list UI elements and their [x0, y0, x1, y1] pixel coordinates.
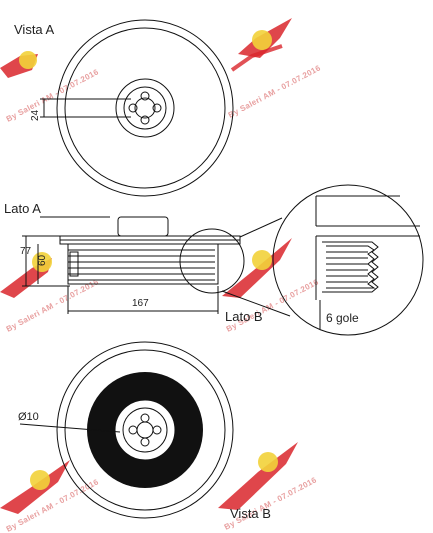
hub-boss	[117, 216, 169, 237]
pulley-inner-rim	[64, 27, 226, 189]
damper-ring	[69, 251, 79, 277]
detail-connector	[239, 217, 283, 238]
center-bore	[134, 97, 156, 119]
watermark-logo-bottom-left	[0, 460, 70, 514]
pulley-body	[67, 243, 219, 285]
label-vista-a: Vista A	[14, 22, 55, 37]
pulley-outer-rim	[56, 19, 234, 197]
label-lato-b: Lato B	[225, 309, 263, 324]
bolt-hole	[140, 115, 150, 125]
view-b-rear: Ø10 Vista B	[18, 341, 271, 521]
watermark-logo-top-left	[0, 51, 38, 78]
detail-callout-circle	[179, 228, 245, 294]
dim-width: 167	[132, 298, 149, 309]
hub-face	[114, 399, 176, 461]
bolt-hole	[140, 437, 150, 447]
dim-inner-height: 60	[37, 254, 48, 266]
detail-circle	[272, 184, 424, 336]
hub-outer-circle	[115, 78, 175, 138]
pulley-inner-rim	[64, 349, 226, 511]
pulley-outer-rim	[56, 341, 234, 519]
detail-grooves	[322, 241, 379, 293]
dim-outer-height: 77	[20, 246, 32, 257]
label-vista-b: Vista B	[230, 506, 271, 521]
detail-view: 6 gole	[221, 184, 424, 336]
dim-leader	[19, 423, 121, 433]
view-a-front: 24 Vista A	[14, 19, 234, 197]
watermark-text-top-left: By Saleri AM - 07.07.2016	[5, 67, 101, 124]
bolt-hole	[140, 91, 150, 101]
label-lato-a: Lato A	[4, 201, 41, 216]
watermark-logo-bottom-right	[218, 442, 298, 510]
bolt-hole	[140, 413, 150, 423]
bolt-hole	[128, 425, 138, 435]
dim-hub-height: 24	[30, 109, 41, 121]
hub-inner-circle	[123, 86, 167, 130]
detail-connector	[221, 290, 291, 317]
bolt-hole	[152, 425, 162, 435]
label-grooves: 6 gole	[326, 311, 359, 325]
pulley-grooves	[68, 249, 215, 281]
watermark-logo-top-right	[230, 18, 292, 72]
hub-inner-circle	[122, 407, 168, 453]
watermark-logo-mid-right	[222, 238, 292, 298]
dim-bore-diameter: Ø10	[18, 411, 39, 423]
bolt-hole	[128, 103, 138, 113]
saleri-wing-logo-icon	[218, 442, 298, 510]
watermark-text-top-right: By Saleri AM - 07.07.2016	[227, 63, 323, 120]
bolt-hole	[152, 103, 162, 113]
side-view: Lato A 77 60 167 Lato B	[4, 201, 263, 324]
